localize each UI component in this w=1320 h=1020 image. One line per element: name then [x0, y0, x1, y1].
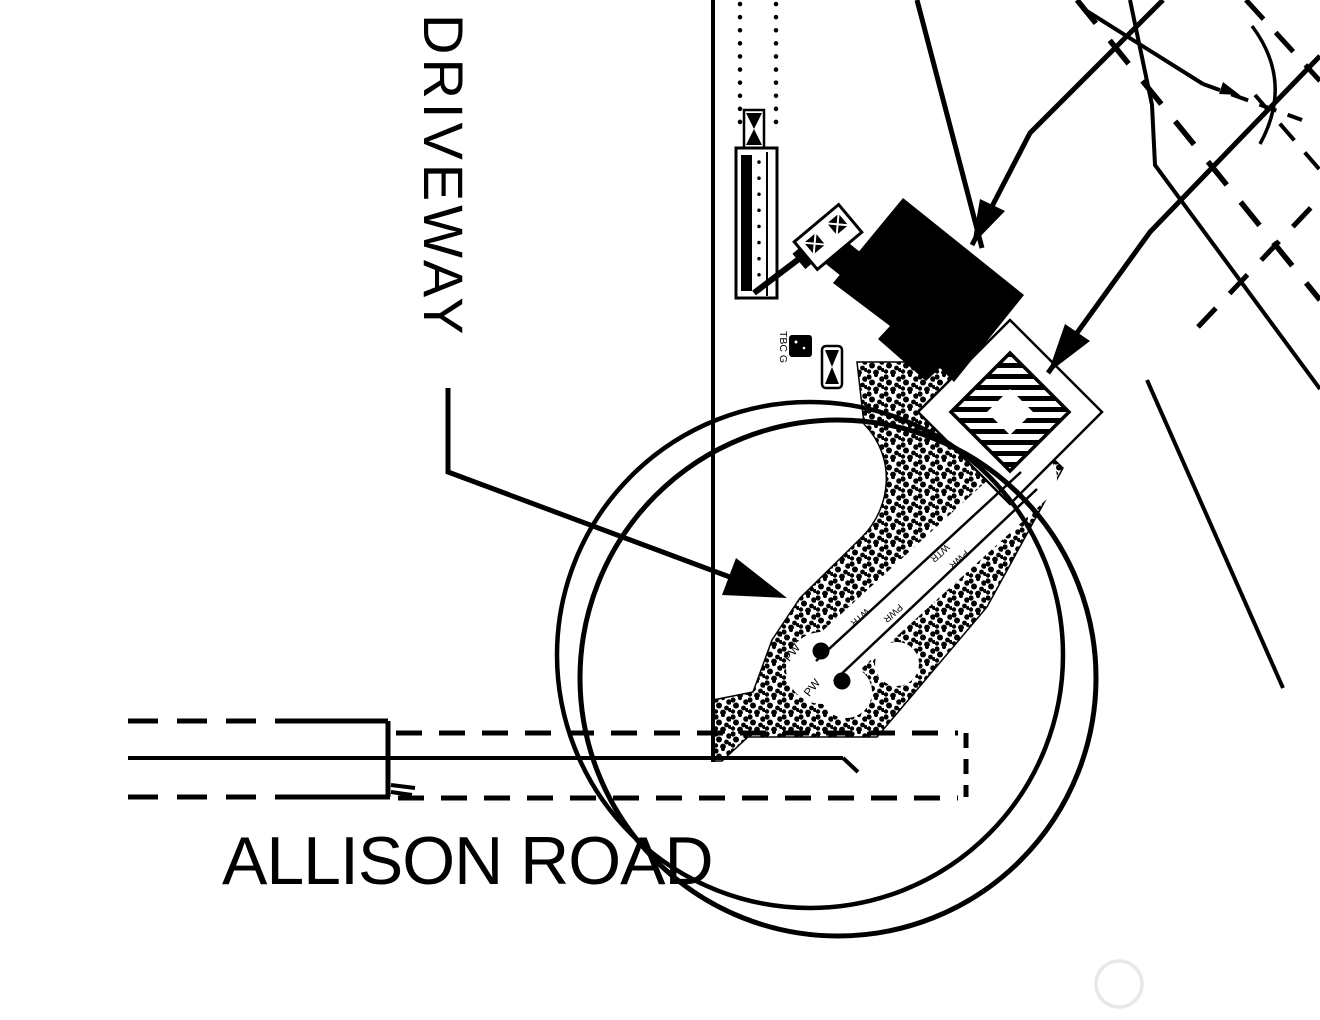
- flow-leader-dashed: [1202, 82, 1303, 122]
- driveway-leader-arrowhead-icon: [722, 558, 787, 598]
- meter-assembly: [792, 202, 864, 272]
- service-drop-line: [914, 0, 985, 249]
- leader-line-a: [969, 0, 1165, 247]
- service-point-dot-2: [833, 672, 851, 690]
- trench-wall-fill: [741, 155, 752, 291]
- dashed-boundary-2: [1244, 0, 1320, 83]
- curb-stop-label: TBC G: [777, 331, 789, 363]
- driveway-label: DRIVEWAY: [412, 14, 475, 338]
- road-centerline-stub: [841, 756, 860, 774]
- lot-line-segment: [1145, 379, 1285, 689]
- street-name-label: ALLISON ROAD: [222, 823, 713, 899]
- building-step: [826, 240, 885, 296]
- road-jog-dash-2: [390, 790, 413, 797]
- flow-leader-solid: [1080, 6, 1205, 86]
- valve-bowtie-icon-2: [825, 350, 839, 384]
- utility-corridor-clearzone: [786, 451, 1057, 718]
- service-point-dot-1: [812, 642, 830, 660]
- detail-callout-circle-outer: [577, 417, 1099, 939]
- water-line: [815, 471, 1022, 662]
- leader-b-arrowhead-icon: [1048, 324, 1090, 373]
- faint-construction-circle: [1094, 959, 1144, 1009]
- easement-bent-line: [1128, 0, 1320, 391]
- dashed-boundary-1: [1074, 0, 1320, 302]
- service-trench-assembly: TBC G: [734, 1, 864, 390]
- flow-arrowhead-icon: [1219, 82, 1240, 95]
- driveway-leader: [445, 388, 787, 598]
- leader-a-arrowhead-icon: [972, 199, 1005, 245]
- survey-line-network: [914, 0, 1320, 689]
- power-line: [833, 488, 1038, 682]
- curb-stop-box: [789, 335, 812, 357]
- vault-inner-opening: [987, 389, 1033, 435]
- dashed-boundary-3: [1196, 196, 1320, 329]
- leader-line-b: [1045, 54, 1320, 375]
- road-linework: [128, 718, 969, 801]
- contour-curve: [1250, 24, 1277, 145]
- road-jog-dash-1: [390, 783, 416, 790]
- building-footprint: [826, 198, 1024, 382]
- valve-bowtie-icon-1: [746, 113, 762, 145]
- detail-callout-circle-inner: [554, 399, 1066, 911]
